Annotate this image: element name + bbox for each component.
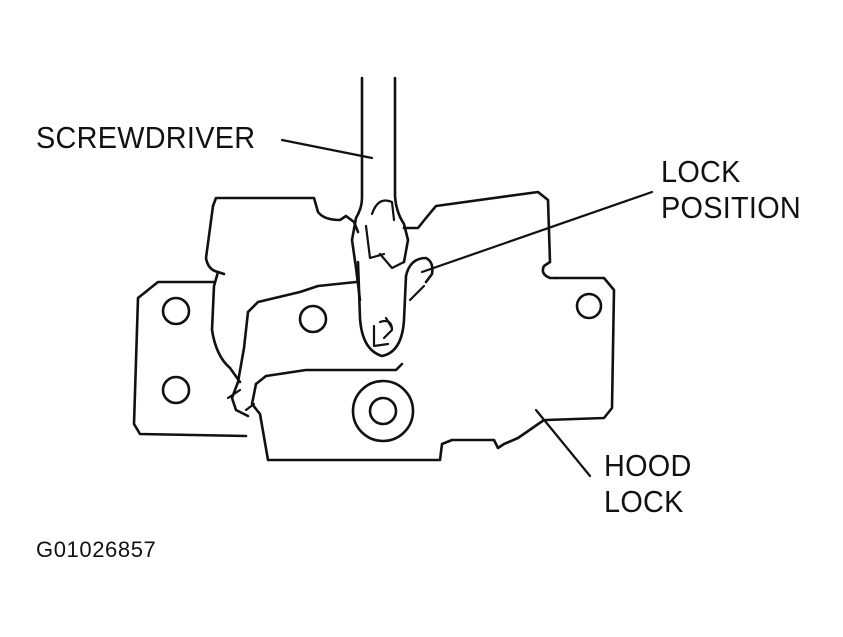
lock-position-label-line2: POSITION	[661, 190, 801, 225]
lock-position-label: LOCK POSITION	[661, 154, 801, 226]
leader-lines	[280, 138, 654, 478]
leader-hood-lock	[534, 408, 592, 478]
leader-lock-position	[420, 190, 654, 274]
hood-lock-body	[132, 190, 616, 462]
hood-lock-label-line1: HOOD	[604, 448, 692, 483]
leader-screwdriver	[280, 138, 374, 160]
hood-lock-label-line2: LOCK	[604, 484, 684, 519]
figure-id-label: G01026857	[36, 537, 157, 562]
screwdriver	[350, 76, 410, 302]
hood-lock-label: HOOD LOCK	[604, 448, 692, 520]
screwdriver-label: SCREWDRIVER	[36, 120, 256, 155]
lock-position-label-line1: LOCK	[661, 154, 741, 189]
